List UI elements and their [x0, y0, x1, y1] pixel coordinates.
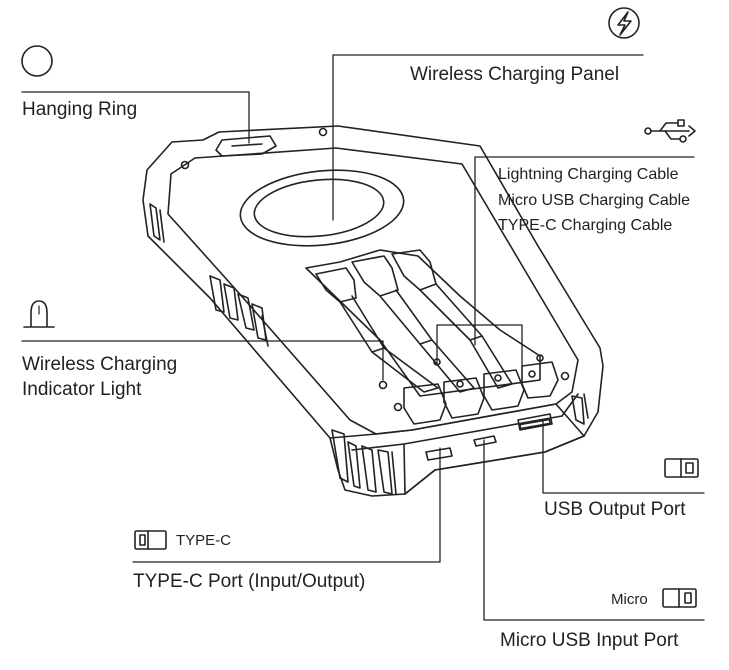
micro-tag-label: Micro — [611, 591, 648, 608]
type-c-port-label: TYPE-C Port (Input/Output) — [133, 571, 366, 592]
micro-usb-cable-label: Micro USB Charging Cable — [498, 192, 691, 209]
lightning-bolt-icon — [608, 7, 640, 39]
type-c-port — [425, 447, 453, 461]
indicator-light-label-line2: Indicator Light — [22, 379, 142, 400]
type-c-port-icon — [134, 530, 167, 550]
type-c-tag-label: TYPE-C — [176, 532, 232, 549]
micro-usb-input-port-label: Micro USB Input Port — [500, 630, 679, 651]
usb-output-port-label: USB Output Port — [544, 499, 686, 520]
wireless-charging-panel-label: Wireless Charging Panel — [410, 64, 620, 85]
indicator-light-label-line1: Wireless Charging — [22, 354, 178, 375]
type-c-cable-label: TYPE-C Charging Cable — [498, 217, 673, 234]
micro-usb-port — [473, 435, 497, 447]
usb-output-port — [517, 413, 553, 431]
lightning-cable-label: Lightning Charging Cable — [498, 166, 679, 183]
indicator-lamp-icon — [23, 300, 55, 328]
usb-trident-icon — [644, 119, 696, 143]
hanging-ring-label: Hanging Ring — [22, 99, 138, 120]
usb-a-port-icon — [664, 458, 699, 478]
power-bank-body — [142, 125, 604, 497]
circle-icon — [21, 45, 53, 77]
micro-usb-port-icon — [662, 588, 697, 608]
